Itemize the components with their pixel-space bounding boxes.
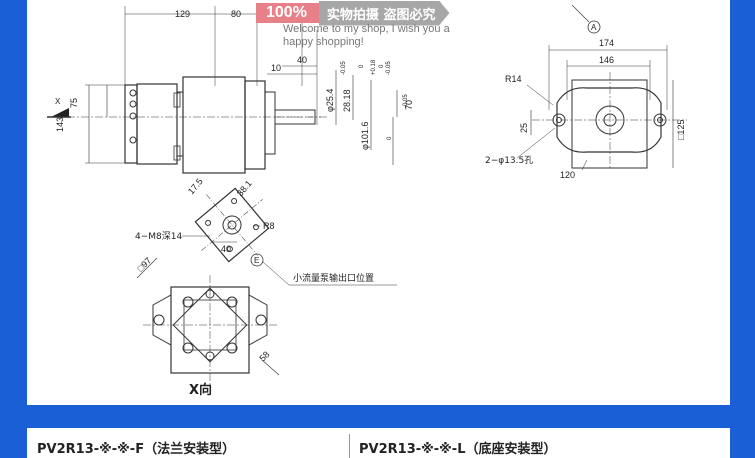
dim-38-1: 38.1 — [235, 178, 254, 198]
dim-r14: R14 — [505, 74, 522, 84]
dim-120: 120 — [560, 170, 575, 180]
drawing-svg: 129 80 95 40 10 75 143 X φ25.4 28.18 φ10… — [47, 4, 687, 398]
tol-minus-005-c: -0.05 — [403, 94, 409, 108]
dim-40: 40 — [297, 55, 307, 65]
x-view-label: X向 — [189, 382, 212, 398]
dim-17-5: 17.5 — [186, 176, 205, 196]
dim-28-18: 28.18 — [342, 89, 352, 112]
dim-129: 129 — [175, 9, 190, 19]
watermark-welcome-line1: Welcome to my shop, I wish you a — [283, 23, 450, 35]
dim-square-125: □125 — [676, 120, 686, 140]
dim-10: 10 — [271, 63, 281, 73]
dim-2-holes: 2−φ13.5孔 — [485, 155, 533, 166]
dim-square-97: □97 — [135, 255, 153, 273]
tol-plus-018: +0.18 — [371, 59, 377, 75]
base-mount-title: PV2R13-※-※-L（底座安装型） — [359, 442, 557, 457]
dim-40-port: 40 — [221, 244, 231, 254]
watermark-text: 实物拍摄 盗图必究 — [318, 0, 450, 26]
dim-70: 70 — [404, 100, 414, 110]
watermark-welcome: Welcome to my shop, I wish you a happy s… — [283, 23, 483, 49]
dim-4-m8: 4−M8深14 — [135, 231, 182, 242]
callout-e: E — [254, 256, 259, 265]
watermark-badge: 100% — [256, 3, 319, 23]
dim-80: 80 — [231, 9, 241, 19]
small-pump-outlet-note: 小流量泵输出口位置 — [293, 272, 374, 284]
dim-75: 75 — [69, 98, 79, 108]
dim-146: 146 — [599, 55, 614, 65]
dim-r8: R8 — [263, 221, 275, 231]
callout-a: A — [591, 23, 597, 32]
watermark-banner: 100% 实物拍摄 盗图必究 — [256, 0, 450, 26]
dim-dia-101-6: φ101.6 — [360, 122, 370, 150]
watermark-welcome-line2: happy shopping! — [283, 36, 364, 48]
tol-minus-005-b: -0.05 — [341, 61, 347, 75]
footer-divider — [349, 434, 350, 458]
tol-minus-005-a: -0.05 — [386, 61, 392, 75]
dim-174: 174 — [599, 38, 614, 48]
dim-143: 143 — [55, 117, 65, 132]
dim-25: 25 — [519, 123, 529, 133]
technical-drawing: 129 80 95 40 10 75 143 X φ25.4 28.18 φ10… — [27, 0, 730, 405]
model-footer: PV2R13-※-※-F（法兰安装型） PV2R13-※-※-L（底座安装型） — [27, 428, 730, 458]
dim-dia-25-4: φ25.4 — [325, 89, 335, 112]
flange-mount-title: PV2R13-※-※-F（法兰安装型） — [37, 442, 236, 457]
tol-0-b: 0 — [359, 64, 365, 68]
tol-0-c: 0 — [387, 136, 393, 140]
dim-58: 58 — [257, 349, 271, 363]
tol-0-a: 0 — [379, 64, 385, 68]
x-arrow-label: X — [55, 97, 61, 106]
